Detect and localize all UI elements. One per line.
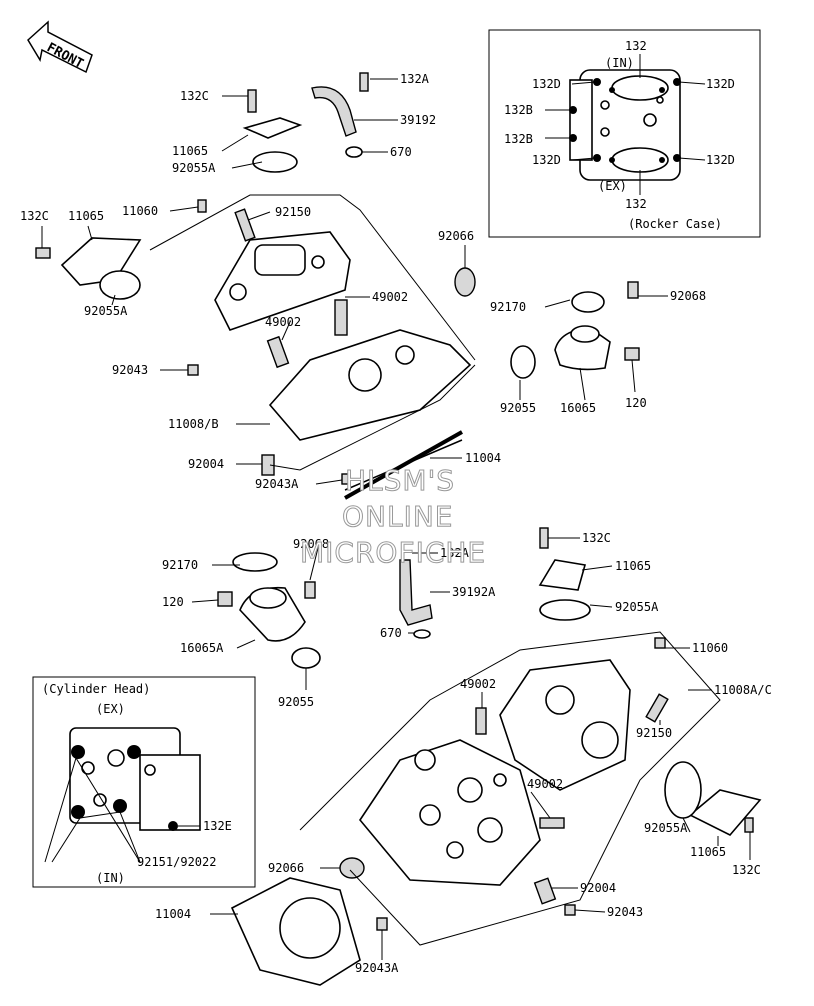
cylinder-head-inset: (Cylinder Head) (EX) 132E 92151/92022 (I… [32, 676, 256, 888]
callout-49002-d: 49002 [527, 777, 563, 791]
head-label-in: (IN) [96, 871, 125, 885]
rocker-label-132d-3: 132D [532, 153, 561, 167]
callout-92055a-b: 92055A [84, 304, 128, 318]
watermark-line-3: MICROFICHE [300, 536, 486, 569]
callout-11060-a: 11060 [122, 204, 158, 218]
callout-11004-a: 11004 [465, 451, 501, 465]
callout-16065: 16065 [560, 401, 596, 415]
callout-92066-b: 92066 [268, 861, 304, 875]
rocker-label-132d-2: 132D [706, 77, 735, 91]
head-inset-title: (Cylinder Head) [42, 682, 150, 696]
callout-39192: 39192 [400, 113, 436, 127]
rocker-case-inset: 132 (IN) 132D 132D 132B 132B 132D 132D (… [488, 29, 761, 238]
callout-92170-a: 92170 [490, 300, 526, 314]
callout-670-b: 670 [380, 626, 402, 640]
rocker-label-132b-2: 132B [504, 132, 533, 146]
callout-92068-a: 92068 [670, 289, 706, 303]
callout-92043a-b: 92043A [355, 961, 399, 975]
watermark: HLSM'S ONLINE MICROFICHE [300, 464, 486, 570]
callout-11008ac: 11008A/C [714, 683, 772, 697]
callout-16065a: 16065A [180, 641, 224, 655]
callout-39192a: 39192A [452, 585, 496, 599]
callout-132a-a: 132A [400, 72, 430, 86]
lower-assembly [217, 527, 762, 986]
rocker-label-132-bottom: 132 [625, 197, 647, 211]
callout-92170-b: 92170 [162, 558, 198, 572]
callout-92055a-d: 92055A [644, 821, 688, 835]
upper-assembly [35, 72, 640, 500]
rocker-label-132d-4: 132D [706, 153, 735, 167]
callout-49002-a: 49002 [372, 290, 408, 304]
head-label-132e: 132E [203, 819, 232, 833]
rocker-label-132d-1: 132D [532, 77, 561, 91]
callout-11065-a: 11065 [172, 144, 208, 158]
callout-120-a: 120 [625, 396, 647, 410]
callout-92043-a: 92043 [112, 363, 148, 377]
rocker-label-ex: (EX) [598, 179, 627, 193]
front-arrow-icon: FRONT [27, 20, 93, 74]
callout-92043a-a: 92043A [255, 477, 299, 491]
callout-132c-d: 132C [732, 863, 761, 877]
callout-92043-b: 92043 [607, 905, 643, 919]
callout-92150-b: 92150 [636, 726, 672, 740]
callout-120-b: 120 [162, 595, 184, 609]
rocker-label-132-top: 132 [625, 39, 647, 53]
callout-92055a-a: 92055A [172, 161, 216, 175]
callout-11065-c: 11065 [615, 559, 651, 573]
leader-lines [41, 78, 751, 960]
callout-92068-b: 92068 [293, 537, 329, 551]
callout-92055-a: 92055 [500, 401, 536, 415]
callout-92055a-c: 92055A [615, 600, 659, 614]
callout-labels: 132C 132A 11065 39192 92055A 670 132C 11… [20, 72, 772, 975]
callout-132c-b: 132C [20, 209, 49, 223]
head-label-92151: 92151/92022 [137, 855, 216, 869]
callout-11065-b: 11065 [68, 209, 104, 223]
callout-11008b: 11008/B [168, 417, 219, 431]
head-label-ex: (EX) [96, 702, 125, 716]
rocker-label-132b-1: 132B [504, 103, 533, 117]
callout-132c-c: 132C [582, 531, 611, 545]
callout-132c-a: 132C [180, 89, 209, 103]
watermark-line-1: HLSM'S [345, 464, 455, 497]
callout-92150-a: 92150 [275, 205, 311, 219]
callout-132a-b: 132A [440, 546, 470, 560]
callout-49002-b: 49002 [265, 315, 301, 329]
callout-11065-d: 11065 [690, 845, 726, 859]
callout-670-a: 670 [390, 145, 412, 159]
callout-92066-a: 92066 [438, 229, 474, 243]
rocker-label-in: (IN) [605, 56, 634, 70]
watermark-line-2: ONLINE [342, 500, 453, 533]
rocker-inset-title: (Rocker Case) [628, 217, 722, 231]
callout-92004-b: 92004 [580, 881, 616, 895]
callout-11060-b: 11060 [692, 641, 728, 655]
callout-92004-a: 92004 [188, 457, 224, 471]
callout-11004-b: 11004 [155, 907, 191, 921]
callout-92055-b: 92055 [278, 695, 314, 709]
callout-49002-c: 49002 [460, 677, 496, 691]
